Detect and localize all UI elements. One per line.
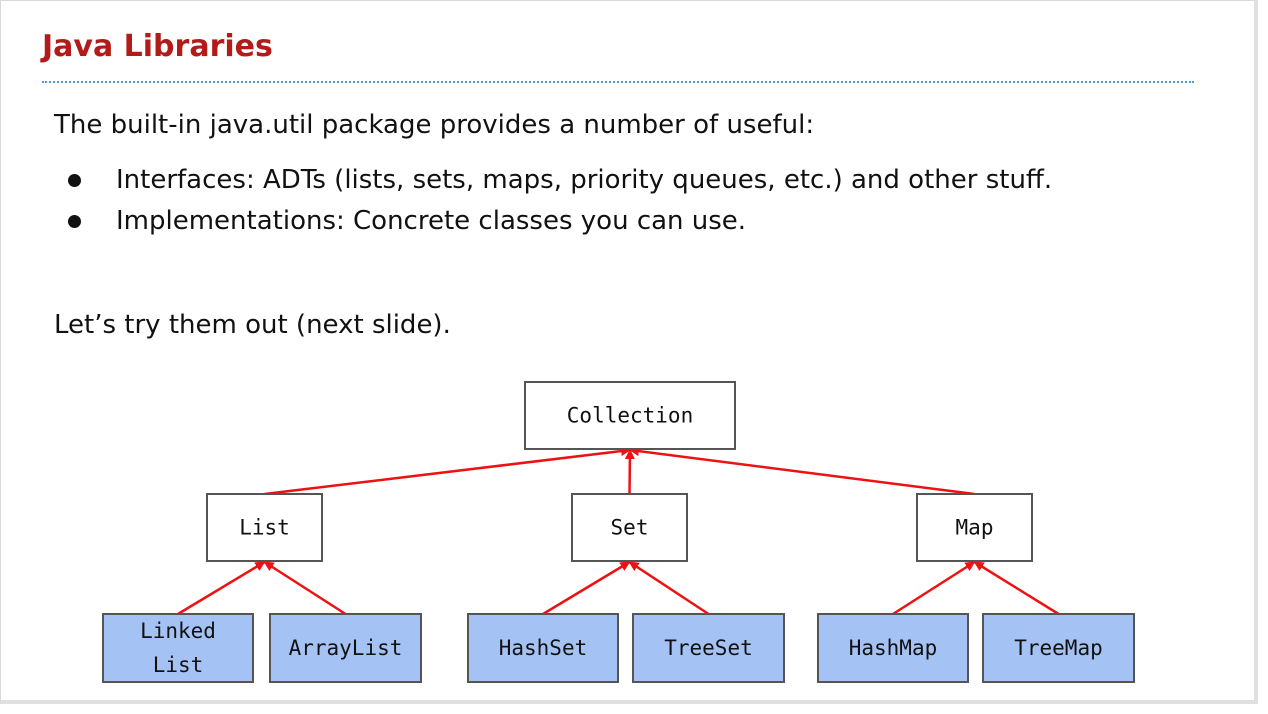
title-divider	[42, 81, 1194, 83]
arrow-treemap-to-map	[973, 560, 1060, 616]
node-label-set: Set	[611, 516, 649, 540]
slide: Java Libraries The built-in java.util pa…	[0, 0, 1258, 704]
node-treemap: TreeMap	[982, 613, 1135, 683]
node-box-map	[916, 493, 1033, 562]
bullet-icon	[68, 174, 81, 187]
node-label-treemap: TreeMap	[1014, 636, 1103, 660]
node-label-linkedlist: Linked	[140, 619, 216, 643]
bullet-text-interfaces: Interfaces: ADTs (lists, sets, maps, pri…	[116, 165, 1053, 195]
node-label-treeset: TreeSet	[664, 636, 753, 660]
arrow-map-to-collection	[629, 446, 975, 496]
node-set: Set	[571, 493, 688, 562]
node-map: Map	[916, 493, 1033, 562]
outro-text: Let’s try them out (next slide).	[54, 310, 451, 340]
node-label-hashmap: HashMap	[849, 636, 938, 660]
bullet-list: Interfaces: ADTs (lists, sets, maps, pri…	[54, 160, 1052, 242]
arrow-set-to-collection	[624, 449, 635, 495]
node-hashmap: HashMap	[817, 613, 969, 683]
node-box-treeset	[632, 613, 785, 683]
node-arraylist: ArrayList	[269, 613, 422, 683]
bullet-item: Implementations: Concrete classes you ca…	[54, 201, 1052, 242]
arrow-linkedlist-to-list	[177, 560, 266, 616]
node-hashset: HashSet	[467, 613, 619, 683]
node-box-hashmap	[817, 613, 969, 683]
node-box-linkedlist	[102, 613, 254, 683]
node-list: List	[206, 493, 323, 562]
node-label-collection: Collection	[567, 404, 693, 428]
node-box-collection	[524, 381, 736, 450]
node-box-set	[571, 493, 688, 562]
arrow-treeset-to-set	[628, 560, 710, 616]
bullet-text-implementations: Implementations: Concrete classes you ca…	[116, 206, 747, 236]
node-label-list: List	[239, 516, 290, 540]
node-box-arraylist	[269, 613, 422, 683]
node-treeset: TreeSet	[632, 613, 785, 683]
arrow-hashset-to-set	[542, 560, 631, 616]
node-box-treemap	[982, 613, 1135, 683]
arrow-list-to-collection	[264, 446, 631, 496]
node-box-list	[206, 493, 323, 562]
bullet-item: Interfaces: ADTs (lists, sets, maps, pri…	[54, 160, 1052, 201]
intro-text: The built-in java.util package provides …	[54, 110, 815, 140]
node-label-linkedlist: List	[153, 653, 204, 677]
node-label-map: Map	[956, 516, 994, 540]
node-label-hashset: HashSet	[499, 636, 588, 660]
bullet-icon	[68, 215, 81, 228]
arrow-hashmap-to-map	[892, 560, 976, 616]
node-label-arraylist: ArrayList	[289, 636, 403, 660]
node-box-hashset	[467, 613, 619, 683]
slide-title: Java Libraries	[42, 29, 273, 64]
arrow-arraylist-to-list	[263, 560, 347, 616]
node-collection: Collection	[524, 381, 736, 450]
